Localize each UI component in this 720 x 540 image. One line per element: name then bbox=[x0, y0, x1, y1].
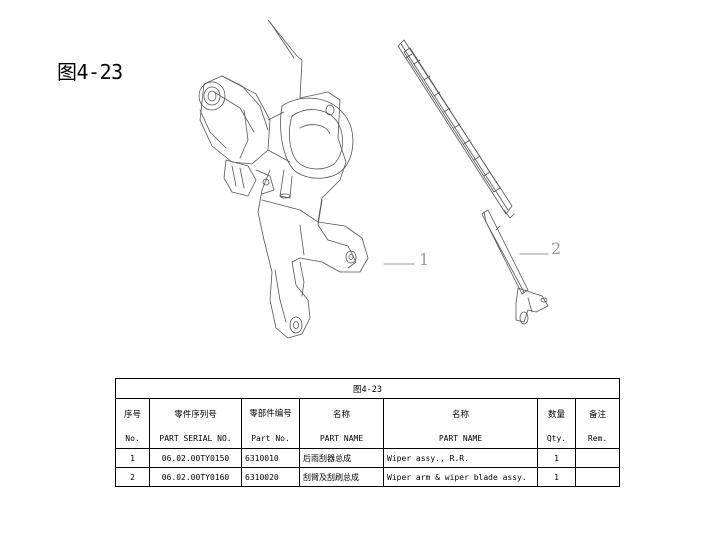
wiper-arm-and-blade bbox=[397, 39, 549, 325]
cell-name-cn: 后雨刮器总成 bbox=[299, 448, 384, 468]
cell-part-no: 6310010 bbox=[241, 448, 300, 468]
header-en-remark: Rem. bbox=[574, 429, 621, 449]
cell-qty: 1 bbox=[537, 448, 576, 468]
cell-no: 1 bbox=[115, 448, 150, 468]
cell-part-no: 6310020 bbox=[241, 467, 300, 487]
header-en-name: PART NAME bbox=[299, 429, 384, 449]
callout-2-number: 2 bbox=[551, 239, 562, 258]
cell-name-en: Wiper arm & wiper blade assy. bbox=[383, 467, 538, 487]
table-header-en-row: No. PART SERIAL NO. Part No. PART NAME P… bbox=[115, 429, 621, 449]
cell-no: 2 bbox=[115, 467, 150, 487]
parts-table: 图4-23 序号 零件序列号 零部件编号 名称 名称 数量 备注 No. PAR… bbox=[114, 378, 621, 487]
rear-wiper-motor-assembly bbox=[198, 19, 369, 339]
header-en-part-no: Part No. bbox=[241, 429, 300, 449]
header-cn-part-no-text: 零部件编号 bbox=[249, 409, 292, 419]
cell-remark bbox=[574, 448, 621, 468]
cell-serial: 06.02.00TY0150 bbox=[149, 448, 242, 468]
header-cn-remark: 备注 bbox=[574, 398, 621, 429]
header-cn-qty: 数量 bbox=[537, 398, 576, 429]
table-header-cn-row: 序号 零件序列号 零部件编号 名称 名称 数量 备注 bbox=[115, 398, 621, 429]
header-cn-no: 序号 bbox=[115, 398, 150, 429]
cell-qty: 1 bbox=[537, 467, 576, 487]
cell-name-en: Wiper assy., R.R. bbox=[383, 448, 538, 468]
table-row: 2 06.02.00TY0160 6310020 刮臂及刮刷总成 Wiper a… bbox=[115, 467, 621, 487]
header-cn-serial: 零件序列号 bbox=[149, 398, 242, 429]
header-cn-part-no: 零部件编号 bbox=[241, 398, 300, 429]
cell-serial: 06.02.00TY0160 bbox=[149, 467, 242, 487]
table-row: 1 06.02.00TY0150 6310010 后雨刮器总成 Wiper as… bbox=[115, 448, 621, 468]
cell-name-cn: 刮臂及刮刷总成 bbox=[299, 467, 384, 487]
header-en-serial: PART SERIAL NO. bbox=[149, 429, 242, 449]
header-cn-name: 名称 bbox=[299, 398, 384, 429]
callout-1-number: 1 bbox=[419, 250, 430, 269]
header-en-no: No. bbox=[115, 429, 150, 449]
wiper-exploded-drawing bbox=[198, 19, 549, 339]
header-cn-name-2: 名称 bbox=[383, 398, 538, 429]
header-en-qty: Qty. bbox=[537, 429, 576, 449]
table-caption-row: 图4-23 bbox=[114, 378, 621, 399]
header-en-name-2: PART NAME bbox=[383, 429, 538, 449]
figure-title: 图4-23 bbox=[57, 60, 123, 84]
cell-remark bbox=[574, 467, 621, 487]
table-caption: 图4-23 bbox=[114, 378, 621, 399]
